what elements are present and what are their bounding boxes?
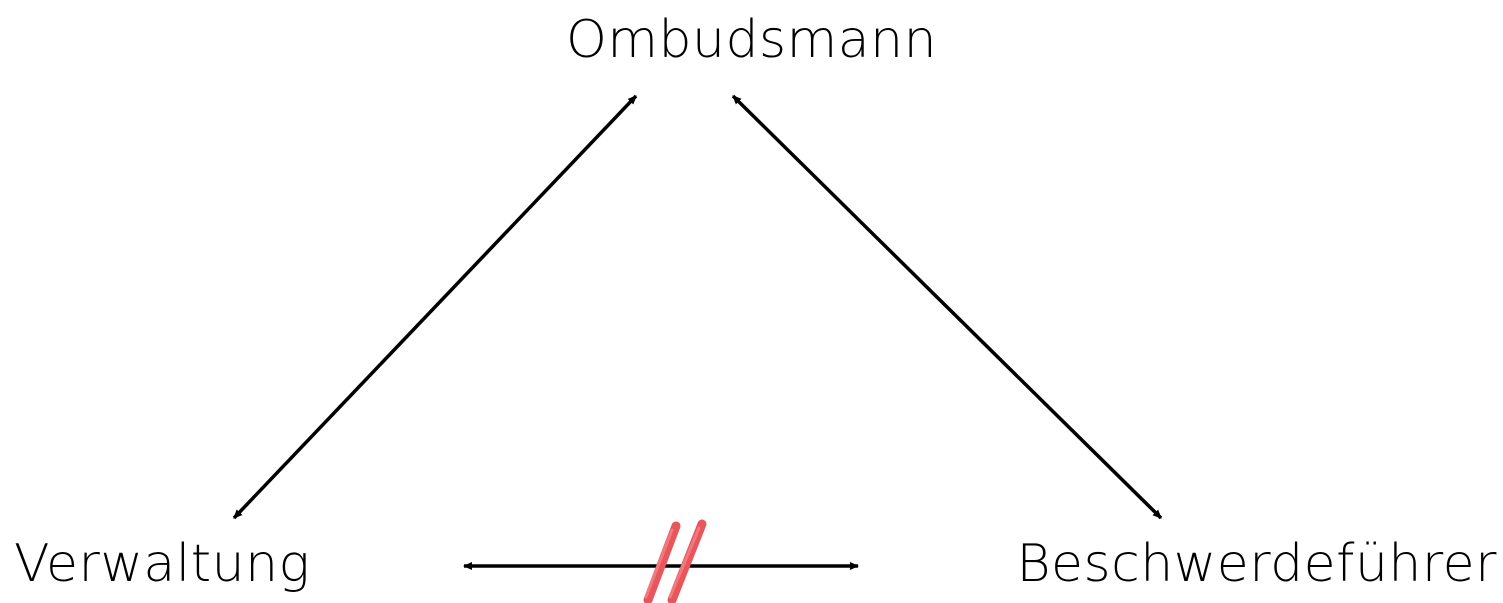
edge-beschwerdefuehrer-ombudsmann (731, 94, 1163, 520)
blocked-stroke-1-texture (644, 528, 674, 599)
edge-verwaltung-ombudsmann (232, 94, 638, 520)
blocked-stroke-2 (667, 519, 707, 603)
node-ombudsmann: Ombudsmann (565, 10, 938, 70)
blocked-stroke-2-texture (668, 526, 701, 599)
node-verwaltung: Verwaltung (14, 534, 311, 594)
node-beschwerdefuehrer: Beschwerdeführer (1016, 534, 1497, 594)
blocked-mark (643, 519, 707, 603)
blocked-stroke-1 (643, 521, 681, 603)
